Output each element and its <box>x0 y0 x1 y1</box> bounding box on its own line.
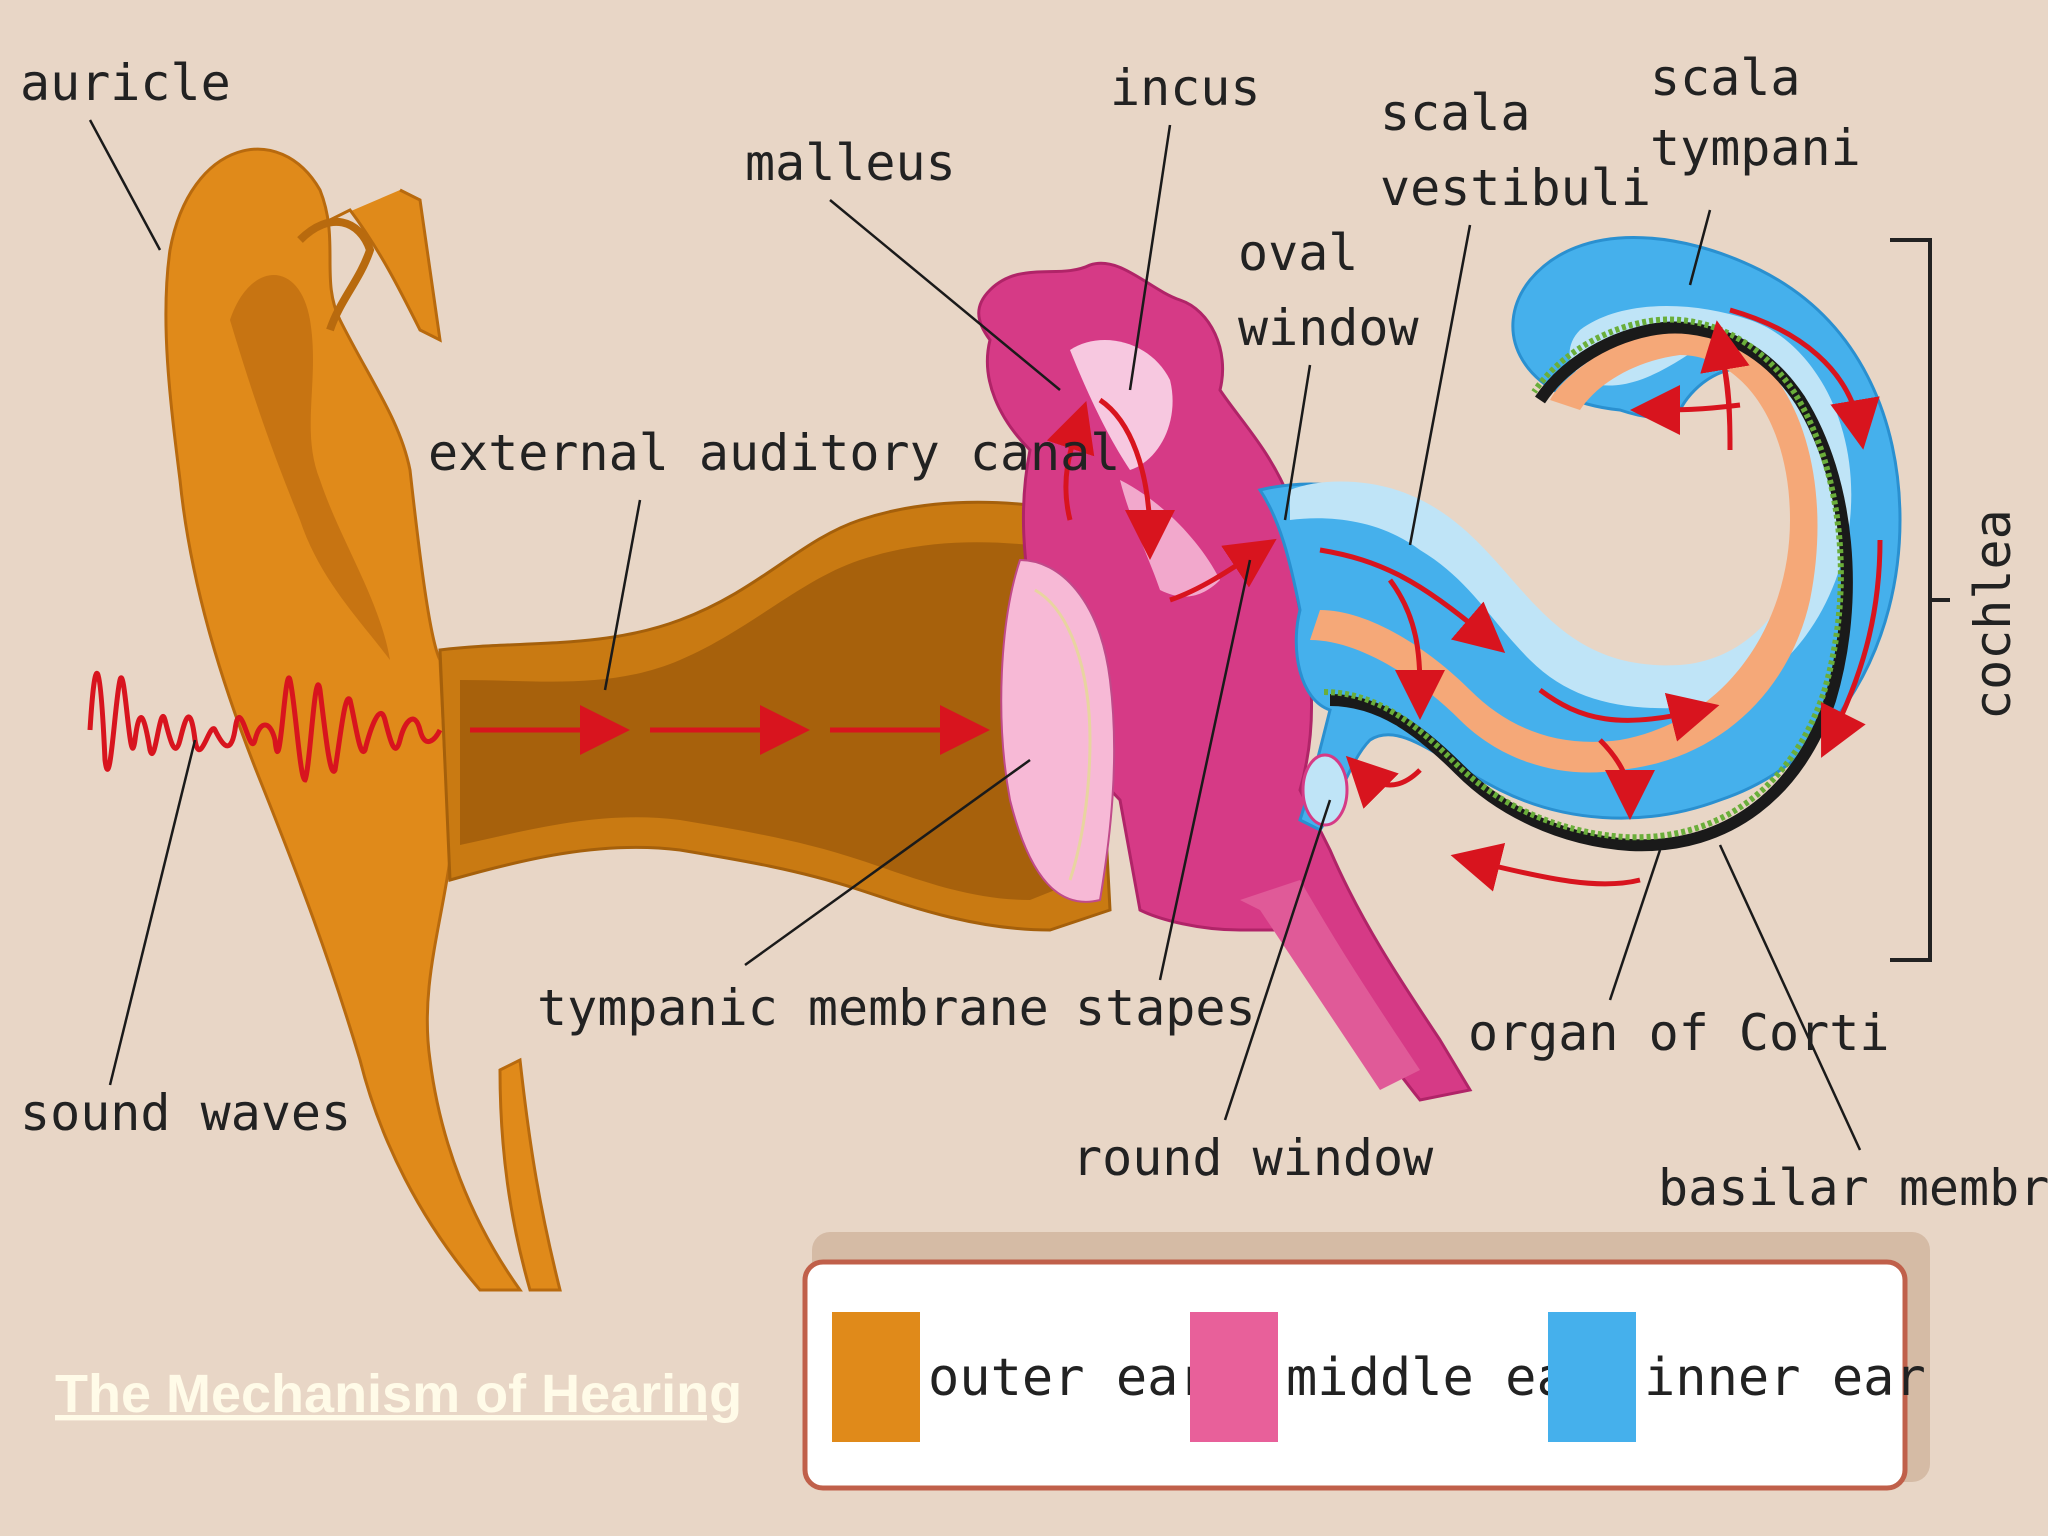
label-scala-tympani-line2: tympani <box>1650 119 1861 177</box>
legend-swatch-outer-ear <box>832 1312 920 1442</box>
labels: auricle malleus incus scala vestibuli sc… <box>20 49 2048 1217</box>
label-tympanic-membrane: tympanic membrane <box>537 979 1049 1037</box>
label-basilar-membrane: basilar membrane <box>1658 1159 2048 1217</box>
label-round-window: round window <box>1072 1129 1434 1187</box>
label-cochlea: cochlea <box>1964 509 2022 720</box>
cochlea-bracket <box>1890 238 1950 962</box>
label-incus: incus <box>1110 59 1261 117</box>
middle-ear-arrows <box>1046 397 1277 603</box>
label-malleus: malleus <box>745 134 956 192</box>
cochlea-arrows <box>1319 310 1883 892</box>
legend-swatch-middle-ear <box>1190 1312 1278 1442</box>
legend-label-middle-ear: middle ear <box>1286 1348 1599 1408</box>
label-oval-window-line1: oval <box>1238 224 1358 282</box>
sound-waves-shape <box>87 671 990 783</box>
legend-label-outer-ear: outer ear <box>928 1348 1210 1408</box>
label-oval-window-line2: window <box>1238 299 1420 357</box>
label-external-auditory-canal: external auditory canal <box>428 424 1120 482</box>
leader-lines <box>88 119 1862 1151</box>
label-auricle: auricle <box>20 54 231 112</box>
label-stapes: stapes <box>1075 979 1256 1037</box>
label-scala-tympani-line1: scala <box>1650 49 1801 107</box>
diagram-title: The Mechanism of Hearing <box>55 1364 742 1424</box>
legend-label-inner-ear: inner ear <box>1644 1348 1926 1408</box>
label-organ-of-corti: organ of Corti <box>1468 1004 1889 1062</box>
label-sound-waves: sound waves <box>20 1084 351 1142</box>
legend-swatch-inner-ear <box>1548 1312 1636 1442</box>
label-scala-vestibuli-line1: scala <box>1380 84 1531 142</box>
legend: outer ear middle ear inner ear <box>802 1232 1930 1491</box>
label-scala-vestibuli-line2: vestibuli <box>1380 159 1651 217</box>
